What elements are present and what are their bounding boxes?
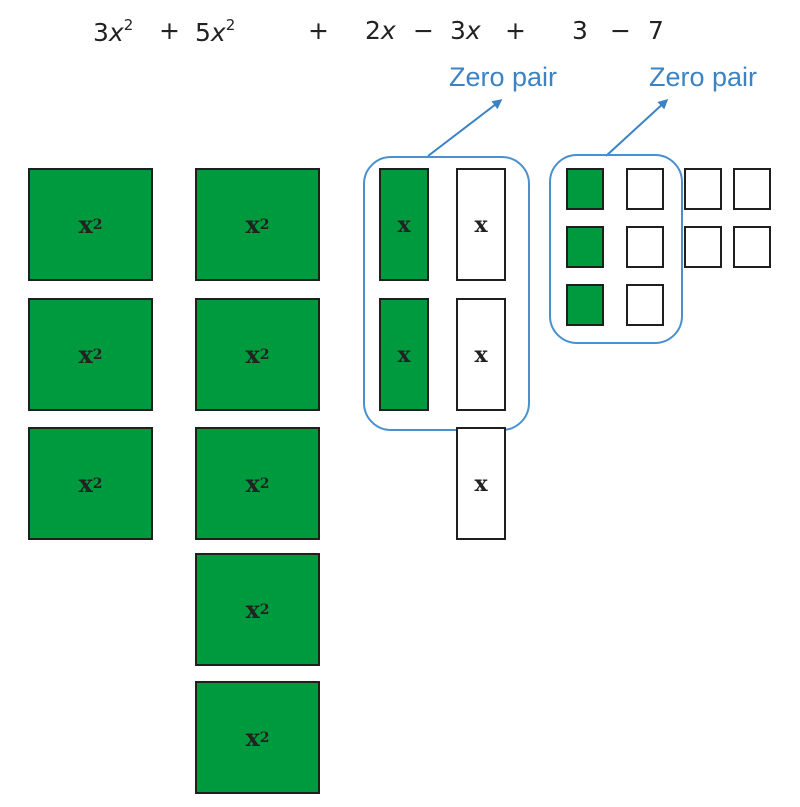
negative-unit-tile xyxy=(626,168,664,210)
exponent: 2 xyxy=(123,16,134,34)
operator: + xyxy=(505,16,526,45)
tile-label: x xyxy=(245,469,260,498)
tile-label: x xyxy=(245,340,260,369)
term-3x: 3x xyxy=(450,16,481,45)
negative-unit-tile xyxy=(684,168,722,210)
arrow-line xyxy=(427,99,503,157)
zero-pair-group-x xyxy=(363,156,530,431)
positive-unit-tile xyxy=(566,226,604,268)
tile-label: x xyxy=(78,210,93,239)
tile-label: x xyxy=(245,210,260,239)
term-5x2: 5x2 xyxy=(195,16,235,47)
negative-x-tile: x xyxy=(456,427,506,540)
positive-unit-tile xyxy=(566,168,604,210)
tile-exponent: 2 xyxy=(259,346,270,363)
tile-exponent: 2 xyxy=(92,475,103,492)
arrow-line xyxy=(605,98,669,157)
tile-exponent: 2 xyxy=(92,216,103,233)
coefficient: 5 xyxy=(195,18,211,47)
tile-exponent: 2 xyxy=(259,216,270,233)
coefficient: 2 xyxy=(365,16,381,45)
operator: + xyxy=(308,16,329,45)
positive-x-tile: x xyxy=(379,168,429,281)
term-7: 7 xyxy=(648,16,664,45)
tile-exponent: 2 xyxy=(92,346,103,363)
positive-unit-tile xyxy=(566,284,604,326)
negative-unit-tile xyxy=(733,168,771,210)
tile-exponent: 2 xyxy=(259,601,270,618)
operator: − xyxy=(610,16,631,45)
coefficient: 3 xyxy=(450,16,466,45)
negative-x-tile: x xyxy=(456,298,506,411)
tile-exponent: 2 xyxy=(259,475,270,492)
negative-unit-tile xyxy=(684,226,722,268)
negative-unit-tile xyxy=(733,226,771,268)
zero-pair-label: Zero pair xyxy=(649,62,758,92)
tile-exponent: 2 xyxy=(259,729,270,746)
positive-x-tile: x xyxy=(379,298,429,411)
term-2x: 2x xyxy=(365,16,396,45)
variable: x xyxy=(108,18,124,47)
negative-unit-tile xyxy=(626,226,664,268)
operator: + xyxy=(159,16,180,45)
operator: − xyxy=(413,16,434,45)
zero-pair-label: Zero pair xyxy=(449,62,558,92)
tile-label: x xyxy=(245,595,260,624)
tile-label: x xyxy=(78,469,93,498)
variable: x xyxy=(465,16,481,45)
zero-pair-group-units xyxy=(549,154,683,344)
variable: x xyxy=(210,18,226,47)
negative-x-tile: x xyxy=(456,168,506,281)
variable: x xyxy=(380,16,396,45)
tile-label: x xyxy=(78,340,93,369)
negative-unit-tile xyxy=(626,284,664,326)
term-3: 3 xyxy=(572,16,588,45)
coefficient: 3 xyxy=(93,18,109,47)
term-3x2: 3x2 xyxy=(93,16,133,47)
exponent: 2 xyxy=(225,16,236,34)
tile-label: x xyxy=(245,723,260,752)
